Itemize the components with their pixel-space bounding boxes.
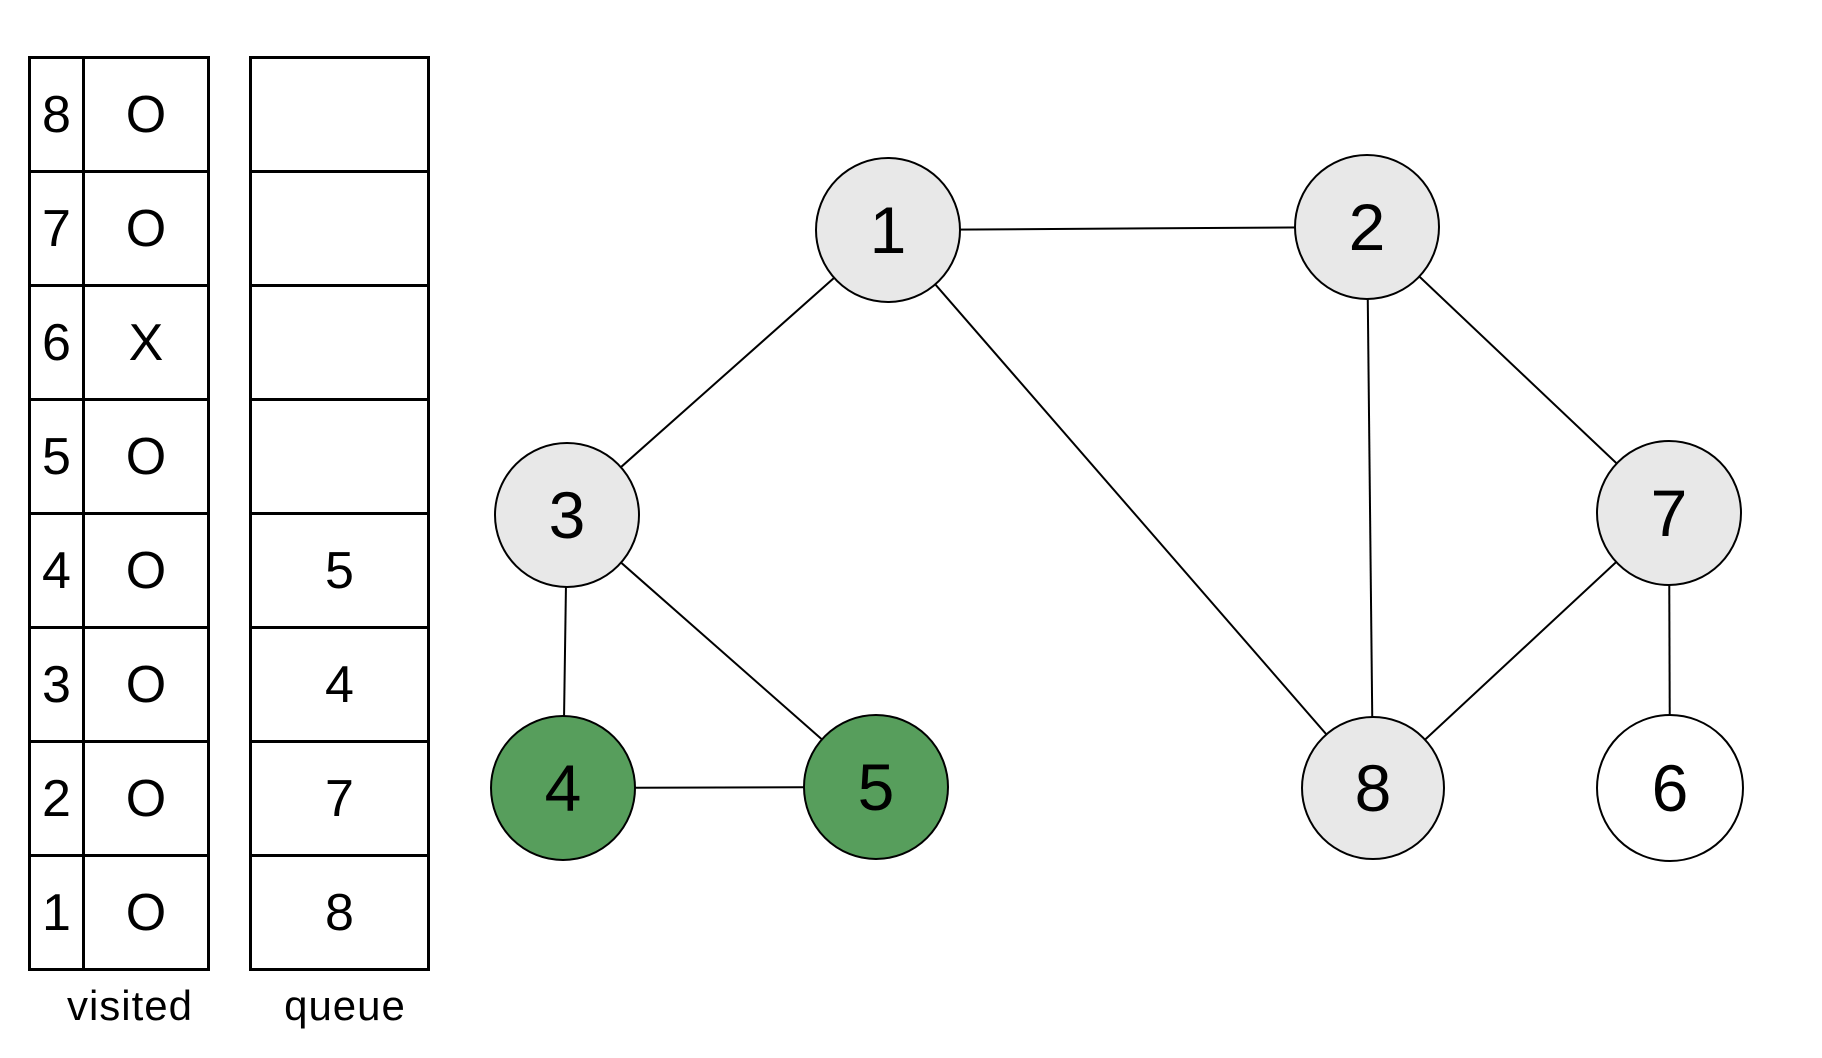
visited-row-value: O bbox=[82, 170, 210, 287]
visited-table-label: visited bbox=[66, 982, 194, 1029]
queue-cell bbox=[249, 170, 430, 287]
queue-row: 8 bbox=[249, 854, 430, 971]
graph-node-5: 5 bbox=[803, 714, 949, 860]
graph-node-circle-7 bbox=[1596, 440, 1742, 586]
visited-row-index: 6 bbox=[28, 284, 85, 401]
queue-cell: 7 bbox=[249, 740, 430, 857]
visited-row-value: O bbox=[82, 512, 210, 629]
graph-node-6: 6 bbox=[1596, 714, 1744, 862]
graph-node-1: 1 bbox=[815, 157, 961, 303]
graph-node-8: 8 bbox=[1301, 716, 1445, 860]
graph-node-7: 7 bbox=[1596, 440, 1742, 586]
visited-row-value: O bbox=[82, 854, 210, 971]
graph-edge-1-2 bbox=[887, 226, 1368, 231]
queue-cell: 8 bbox=[249, 854, 430, 971]
graph-node-label-2: 2 bbox=[1349, 190, 1386, 264]
queue-cell: 5 bbox=[249, 512, 430, 629]
graph-node-label-1: 1 bbox=[870, 193, 907, 267]
visited-row-index: 1 bbox=[28, 854, 85, 971]
queue-cell bbox=[249, 398, 430, 515]
graph-edges bbox=[562, 226, 1671, 789]
queue-cell bbox=[249, 284, 430, 401]
visited-row-index: 4 bbox=[28, 512, 85, 629]
graph-node-label-3: 3 bbox=[549, 478, 586, 552]
graph-edge-1-8 bbox=[887, 229, 1374, 789]
queue-row bbox=[249, 56, 430, 173]
graph-node-circle-1 bbox=[815, 157, 961, 303]
queue-row: 4 bbox=[249, 626, 430, 743]
graph-nodes: 1 2 3 4 5 6 7 8 bbox=[490, 154, 1744, 862]
graph-node-circle-3 bbox=[494, 442, 640, 588]
graph-node-circle-4 bbox=[490, 715, 636, 861]
queue-row bbox=[249, 284, 430, 401]
graph-node-3: 3 bbox=[494, 442, 640, 588]
graph-node-2: 2 bbox=[1294, 154, 1440, 300]
graph-node-4: 4 bbox=[490, 715, 636, 861]
queue-row bbox=[249, 398, 430, 515]
queue-row bbox=[249, 170, 430, 287]
visited-row-value: O bbox=[82, 398, 210, 515]
graph-node-circle-6 bbox=[1596, 714, 1744, 862]
graph-node-circle-8 bbox=[1301, 716, 1445, 860]
graph-node-label-8: 8 bbox=[1355, 751, 1392, 825]
graph-node-label-5: 5 bbox=[858, 750, 895, 824]
queue-row: 7 bbox=[249, 740, 430, 857]
visited-row-index: 8 bbox=[28, 56, 85, 173]
visited-row-value: X bbox=[82, 284, 210, 401]
visited-row-index: 3 bbox=[28, 626, 85, 743]
graph-node-circle-5 bbox=[803, 714, 949, 860]
visited-row-index: 5 bbox=[28, 398, 85, 515]
graph-node-label-6: 6 bbox=[1652, 751, 1689, 825]
queue-table-label: queue bbox=[284, 982, 406, 1029]
graph-node-label-7: 7 bbox=[1651, 476, 1688, 550]
graph-node-label-4: 4 bbox=[545, 751, 582, 825]
visited-row-index: 2 bbox=[28, 740, 85, 857]
queue-cell bbox=[249, 56, 430, 173]
graph-edge-2-8 bbox=[1366, 226, 1374, 789]
visited-row-value: O bbox=[82, 740, 210, 857]
visited-row-value: O bbox=[82, 626, 210, 743]
visited-row-index: 7 bbox=[28, 170, 85, 287]
graph-node-circle-2 bbox=[1294, 154, 1440, 300]
queue-row: 5 bbox=[249, 512, 430, 629]
visited-row-value: O bbox=[82, 56, 210, 173]
queue-cell: 4 bbox=[249, 626, 430, 743]
